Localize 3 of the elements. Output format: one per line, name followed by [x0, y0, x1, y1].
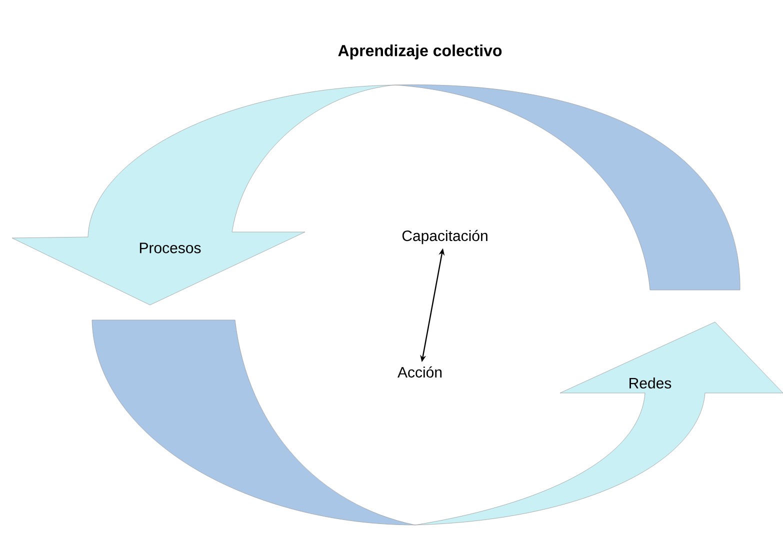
node-label: Acción: [398, 366, 442, 378]
node-label: Capacitación: [402, 230, 488, 244]
title: Aprendizaje colectivo: [338, 44, 502, 60]
